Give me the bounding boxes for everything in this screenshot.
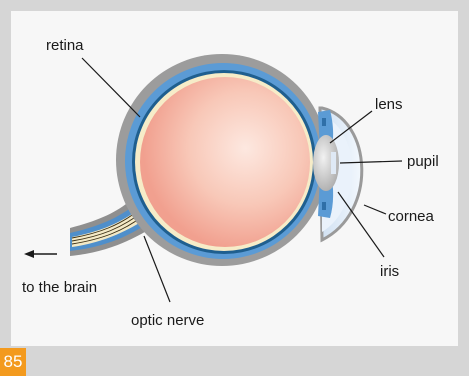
leader-cornea [364, 205, 386, 214]
page-number-badge: 85 [0, 348, 26, 376]
label-cornea: cornea [388, 208, 435, 225]
vitreous-humour [140, 77, 310, 247]
leader-iris [338, 192, 384, 257]
label-pupil: pupil [407, 153, 439, 170]
label-to-the-brain: to the brain [22, 279, 97, 296]
label-iris: iris [380, 263, 399, 280]
leader-retina [82, 58, 140, 117]
label-lens: lens [375, 96, 403, 113]
label-retina: retina [46, 37, 84, 54]
arrow-left-icon [24, 250, 57, 258]
pupil [331, 152, 336, 174]
label-optic-nerve: optic nerve [131, 312, 204, 329]
